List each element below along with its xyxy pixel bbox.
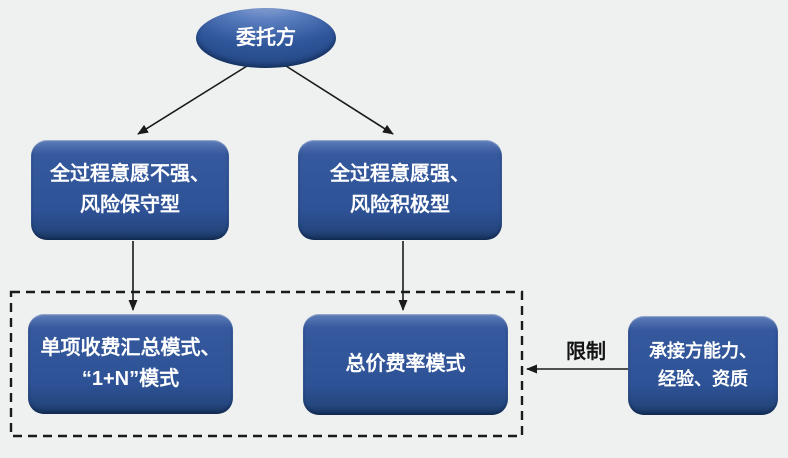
node-itemized-fee-mode: 单项收费汇总模式、 “1+N”模式 — [28, 314, 233, 414]
node-contractor-capability: 承接方能力、 经验、资质 — [628, 316, 778, 415]
node-itemized-line1: 单项收费汇总模式、 — [40, 337, 221, 359]
node-active-line2: 风险积极型 — [350, 194, 450, 216]
node-client: 委托方 — [196, 8, 336, 68]
node-conservative-line2: 风险保守型 — [80, 194, 180, 216]
node-active-line1: 全过程意愿强、 — [330, 163, 470, 185]
node-active-type: 全过程意愿强、 风险积极型 — [298, 140, 502, 240]
node-contractor-line1: 承接方能力、 — [649, 340, 757, 361]
node-contractor-line2: 经验、资质 — [658, 368, 748, 389]
allowed-modes-dashed-boundary — [9, 290, 524, 438]
node-conservative-type: 全过程意愿不强、 风险保守型 — [31, 140, 229, 240]
node-lumpsum-label: 总价费率模式 — [345, 353, 466, 375]
node-conservative-line1: 全过程意愿不强、 — [50, 163, 210, 185]
arrow-client-to-conservative — [137, 65, 248, 135]
node-itemized-line2: “1+N”模式 — [81, 368, 180, 390]
node-client-label: 委托方 — [236, 26, 296, 49]
arrow-client-to-active — [285, 65, 394, 135]
node-lumpsum-rate-mode: 总价费率模式 — [303, 314, 508, 415]
restriction-label: 限制 — [566, 341, 606, 363]
